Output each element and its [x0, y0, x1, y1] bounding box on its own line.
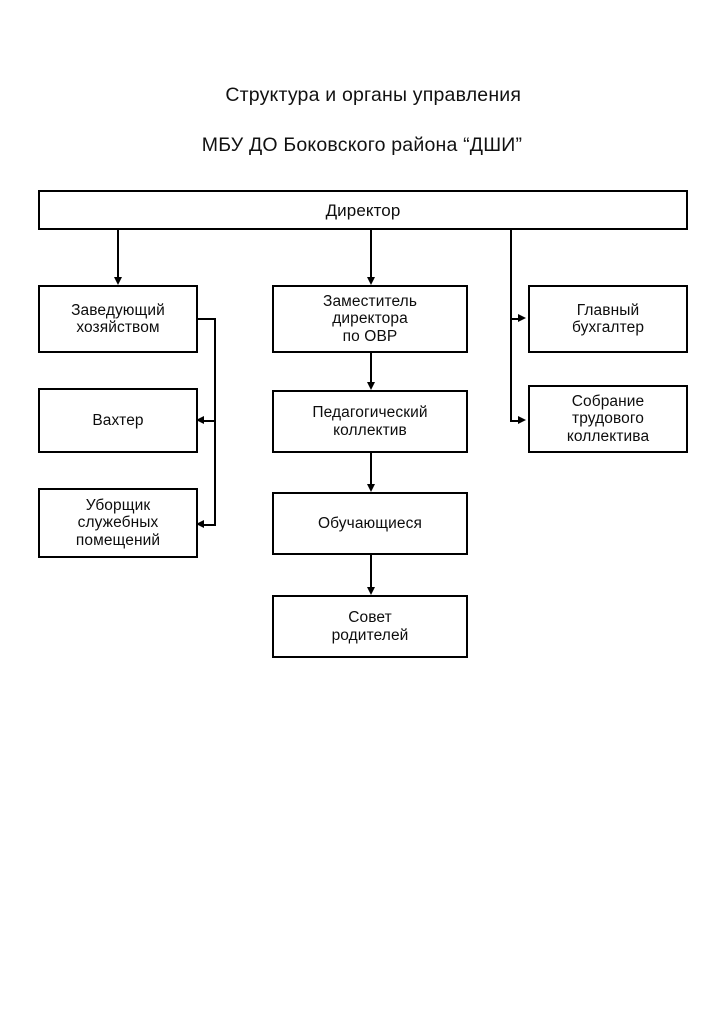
edge-zamdir-to-pedkollektiv-arrow — [366, 382, 375, 390]
edge-director-to-glavbuh-line — [510, 318, 520, 320]
node-pedagogicheskiy-kollektiv[interactable]: Педагогический коллектив — [272, 390, 468, 453]
node-label: Заместитель директора по ОВР — [322, 292, 418, 345]
node-label: Уборщик служебных помещений — [75, 496, 161, 549]
node-sovet-roditelei[interactable]: Совет родителей — [272, 595, 468, 658]
node-label: Директор — [325, 200, 401, 220]
title-line-1: Структура и органы управления — [225, 84, 522, 106]
node-label: Педагогический коллектив — [312, 404, 428, 439]
node-obuchayushiesya[interactable]: Обучающиеся — [272, 492, 468, 555]
title-line-2: МБУ ДО Боковского района “ДШИ” — [201, 134, 523, 156]
edge-zavhoz-left-trunk — [213, 318, 216, 526]
node-vahter[interactable]: Вахтер — [38, 388, 198, 453]
edge-director-to-zavhoz-line — [117, 230, 119, 277]
page-title: Структура и органы управления МБУ ДО Бок… — [0, 58, 724, 208]
node-label: Обучающиеся — [318, 514, 422, 532]
node-label: Совет родителей — [331, 609, 409, 644]
edge-pedkollektiv-to-obuch-line — [370, 453, 372, 484]
edge-director-right-trunk — [510, 230, 512, 421]
edge-obuch-to-sovet-line — [370, 555, 372, 587]
node-zavhoz[interactable]: Заведующий хозяйством — [38, 285, 198, 353]
edge-director-to-glavbuh-arrow — [518, 313, 526, 322]
node-label: Вахтер — [92, 411, 144, 429]
node-label: Заведующий хозяйством — [71, 301, 165, 337]
edge-zavhoz-to-uborshik-arrow — [196, 519, 204, 528]
edge-zavhoz-to-vahter-arrow — [196, 415, 204, 424]
node-label: Собрание трудового коллектива — [566, 392, 650, 445]
edge-zavhoz-exit-line — [196, 318, 216, 320]
node-glavnyi-buhgalter[interactable]: Главный бухгалтер — [528, 285, 688, 353]
node-director[interactable]: Директор — [38, 190, 688, 230]
edge-director-to-zavhoz-arrow — [113, 277, 122, 285]
edge-zavhoz-to-vahter-line — [204, 420, 215, 422]
edge-zavhoz-to-uborshik-line — [204, 524, 215, 526]
node-label: Главный бухгалтер — [571, 301, 645, 337]
edge-pedkollektiv-to-obuch-arrow — [366, 484, 375, 492]
edge-director-to-sobranie-arrow — [518, 415, 526, 424]
edge-director-to-sobranie-line — [510, 420, 520, 422]
edge-obuch-to-sovet-arrow — [366, 587, 375, 595]
node-uborshik[interactable]: Уборщик служебных помещений — [38, 488, 198, 558]
node-zam-direktora[interactable]: Заместитель директора по ОВР — [272, 285, 468, 353]
node-sobranie-trudovogo-kollektiva[interactable]: Собрание трудового коллектива — [528, 385, 688, 453]
edge-director-to-zamdir-arrow — [366, 277, 375, 285]
edge-director-to-zamdir-line — [370, 230, 372, 277]
edge-zamdir-to-pedkollektiv-line — [370, 353, 372, 382]
